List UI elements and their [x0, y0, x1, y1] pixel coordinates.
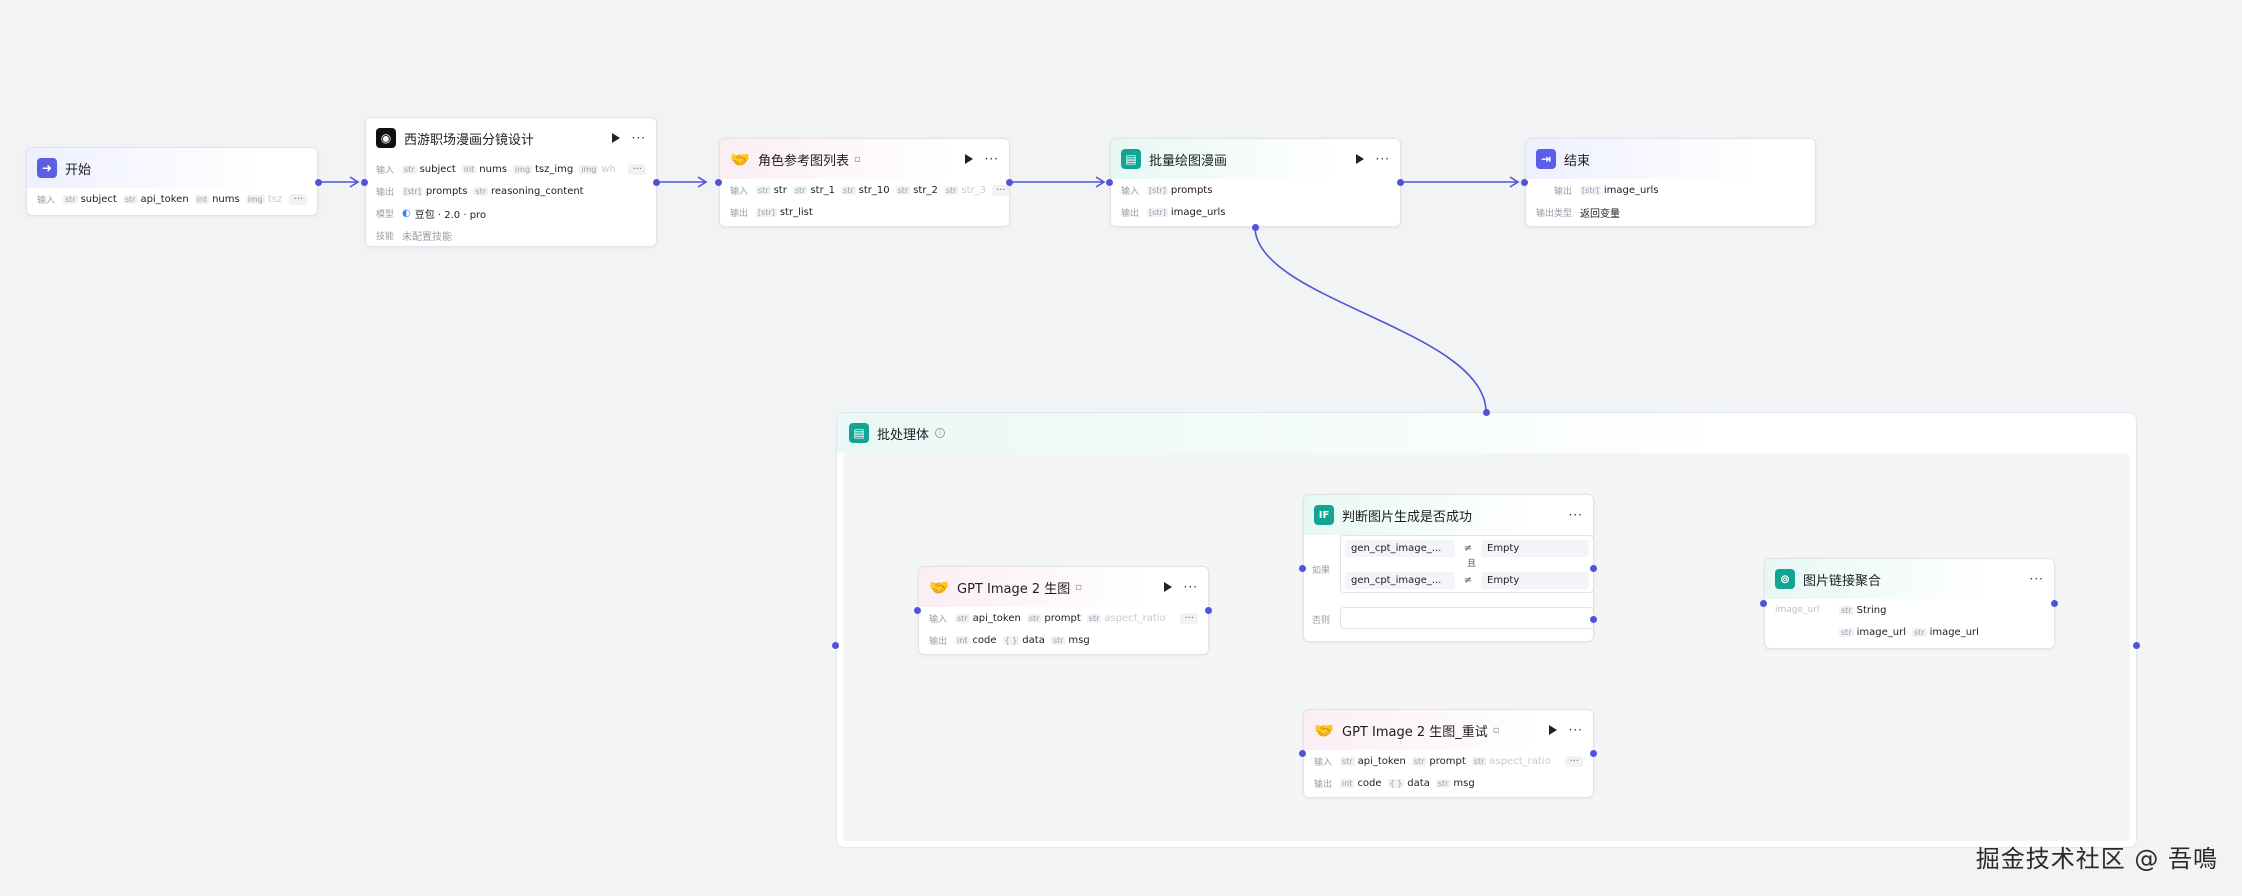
node-title: GPT Image 2 生图 [957, 581, 1071, 597]
run-node-button[interactable] [1548, 725, 1557, 735]
port-cond-if-out[interactable] [1590, 565, 1597, 572]
port-end-in[interactable] [1521, 179, 1528, 186]
port-cond-in[interactable] [1299, 565, 1306, 572]
sign-in-icon: ➜ [37, 158, 57, 178]
group-title: 批处理体 [877, 427, 930, 443]
node-title: 西游职场漫画分镜设计 [404, 132, 535, 148]
node-title: GPT Image 2 生图_重试 [1342, 724, 1488, 740]
port-batch-body[interactable] [1252, 224, 1259, 231]
sign-out-icon: ⇥ [1536, 149, 1556, 169]
condition-row[interactable]: gen_cpt_image_... ≠ Empty [1345, 539, 1589, 557]
port-role-in[interactable] [715, 179, 722, 186]
port-group-top[interactable] [1483, 409, 1490, 416]
batch-icon: ▤ [849, 423, 869, 443]
port-agg-in[interactable] [1760, 600, 1767, 607]
port-start-out[interactable] [315, 179, 322, 186]
doc-icon: ▫ [1492, 724, 1500, 736]
port-agg-out[interactable] [2051, 600, 2058, 607]
condition-group[interactable]: gen_cpt_image_... ≠ Empty 且 gen_cpt_imag… [1340, 535, 1593, 593]
port-gpt1-out[interactable] [1205, 607, 1212, 614]
doc-icon: ▫ [1075, 581, 1083, 593]
port-xiyou-in[interactable] [361, 179, 368, 186]
node-menu-button[interactable]: ··· [984, 152, 999, 166]
logic-and-toggle[interactable]: 且 [1467, 559, 1477, 569]
plugin-icon: 🤝 [730, 149, 750, 169]
node-title: 结束 [1564, 153, 1591, 169]
end-node[interactable]: ⇥ 结束 输出 [str]image_urls 输出类型 返回变量 [1525, 138, 1816, 227]
node-title: 开始 [65, 162, 92, 178]
if-icon: IF [1314, 505, 1334, 525]
model-logo-icon: ◐ [402, 207, 411, 219]
node-menu-button[interactable]: ··· [1568, 723, 1583, 737]
port-gpt1-in[interactable] [914, 607, 921, 614]
port-batch-out[interactable] [1397, 179, 1404, 186]
run-node-button[interactable] [964, 154, 973, 164]
node-menu-button[interactable]: ··· [631, 131, 646, 145]
batch-icon: ▤ [1121, 149, 1141, 169]
node-title: 判断图片生成是否成功 [1342, 509, 1473, 525]
port-cond-else-out[interactable] [1590, 616, 1597, 623]
more-inputs-button[interactable]: ··· [1565, 755, 1583, 767]
doc-icon: ▫ [854, 153, 861, 165]
port-group-in[interactable] [832, 642, 839, 649]
batch-draw-node[interactable]: ▤ 批量绘图漫画 ··· 输入 [str]prompts 输出 [str]ima… [1110, 138, 1401, 227]
run-node-button[interactable] [611, 133, 620, 143]
condition-node[interactable]: IF 判断图片生成是否成功 ··· 如果 gen_cpt_image_... ≠… [1303, 494, 1594, 642]
node-menu-button[interactable]: ··· [1568, 508, 1583, 522]
aggregate-icon: ⊚ [1775, 569, 1795, 589]
plugin-icon: 🤝 [929, 577, 949, 597]
start-node-header: ➜ 开始 [27, 148, 317, 188]
node-title: 图片链接聚合 [1803, 573, 1882, 589]
node-menu-button[interactable]: ··· [1375, 152, 1390, 166]
condition-row[interactable]: gen_cpt_image_... ≠ Empty [1345, 571, 1589, 589]
port-batch-in[interactable] [1106, 179, 1113, 186]
port-gpt2-out[interactable] [1590, 750, 1597, 757]
plugin-icon: 🤝 [1314, 720, 1334, 740]
port-gpt2-in[interactable] [1299, 750, 1306, 757]
port-role-out[interactable] [1006, 179, 1013, 186]
watermark: 掘金技术社区 @ 吾鳴 [1975, 845, 2218, 873]
run-node-button[interactable] [1355, 154, 1364, 164]
edge-batch-group [1254, 226, 1487, 413]
node-title: 批量绘图漫画 [1149, 153, 1228, 169]
node-menu-button[interactable]: ··· [1183, 580, 1198, 594]
more-inputs-button[interactable]: ··· [289, 193, 307, 205]
node-menu-button[interactable]: ··· [2029, 572, 2044, 586]
more-inputs-button[interactable]: ··· [1180, 612, 1198, 624]
port-xiyou-out[interactable] [653, 179, 660, 186]
port-group-out[interactable] [2133, 642, 2140, 649]
more-inputs-button[interactable]: ··· [992, 184, 1009, 196]
node-title: 角色参考图列表 [758, 153, 850, 169]
run-node-button[interactable] [1163, 582, 1172, 592]
llm-icon: ◉ [376, 128, 396, 148]
else-branch[interactable] [1340, 607, 1593, 629]
more-inputs-button[interactable]: ··· [628, 163, 646, 175]
info-icon[interactable]: i [935, 428, 946, 438]
